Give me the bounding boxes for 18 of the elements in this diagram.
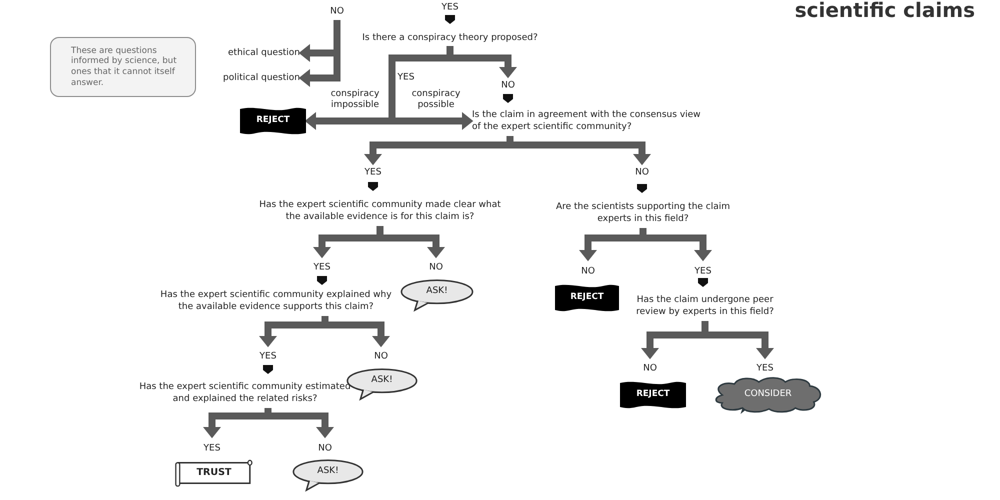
question-text: Is there a conspiracy theory proposed? [340,30,560,46]
outcome-text: ethical question [205,45,300,61]
connector-arrow [298,20,340,62]
question-text: Is the claim in agreement with the consensus view of the expert scientific community? [472,106,710,136]
question-text: Has the expert scientific community made clear what the available evidence is for this claim is? [258,196,502,226]
trust-scroll: TRUST [175,459,253,487]
title: scientific claims [794,0,975,22]
reject-flag: REJECT [620,380,686,410]
question-text: Has the claim undergone peer review by experts in this field? [628,291,782,321]
question-text: Has the expert scientific community explained why the available evidence supports this claim? [160,286,392,316]
outcome-text: political question [198,70,300,86]
reject-flag: REJECT [555,283,619,313]
edge-label: conspiracy possible [409,89,463,111]
reject-flag: REJECT [240,106,306,136]
note-box: These are questions informed by science, but ones that it cannot itself answer. [50,37,196,97]
question-text: Has the expert scientific community estimated and explained the related risks? [138,378,352,408]
question-text: Are the scientists supporting the claim experts in this field? [555,198,731,228]
edge-label: conspiracy impossible [328,89,382,111]
